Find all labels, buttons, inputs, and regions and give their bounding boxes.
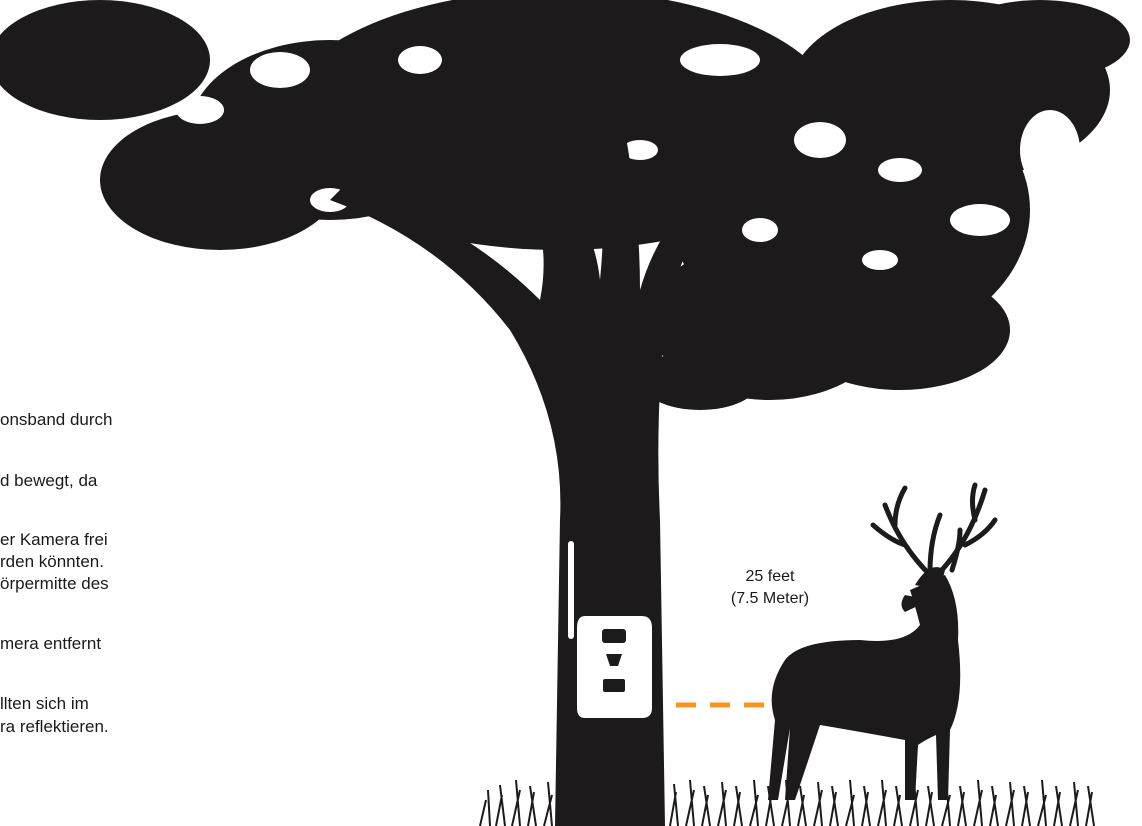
instruction-line: d bewegt, da <box>0 471 97 491</box>
instruction-line: llten sich im <box>0 694 89 714</box>
instruction-line: onsband durch <box>0 410 112 430</box>
instruction-line: rden könnten. <box>0 552 104 572</box>
distance-meters-label: (7.5 Meter) <box>705 588 835 610</box>
deer-silhouette <box>768 485 995 800</box>
instruction-line: örpermitte des <box>0 574 109 594</box>
instruction-line: ra reflektieren. <box>0 717 109 737</box>
instruction-line: er Kamera frei <box>0 530 108 550</box>
instruction-line: mera entfernt <box>0 634 101 654</box>
distance-feet-label: 25 feet <box>705 566 835 588</box>
